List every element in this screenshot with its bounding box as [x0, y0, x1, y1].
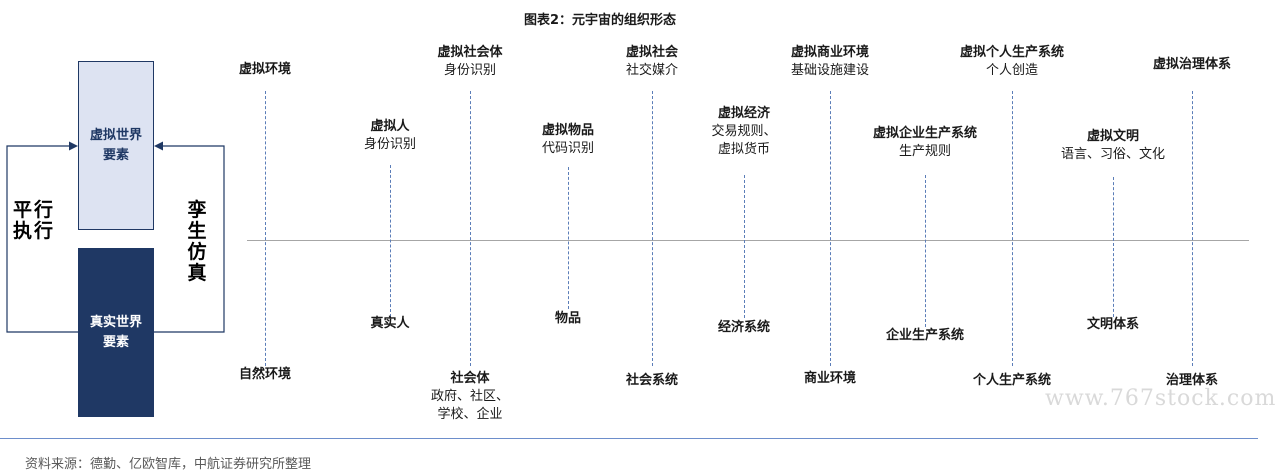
column-connector: [470, 91, 471, 366]
virtual-item-detail: 身份识别: [363, 137, 417, 152]
parallel-exec-char: 平: [12, 199, 32, 221]
real-item: 企业生产系统: [886, 327, 964, 345]
virtual-item-title: 虚拟人: [370, 119, 410, 134]
parallel-exec-char: 行: [33, 199, 53, 221]
virtual-item-detail: 语言、习俗、文化: [1060, 147, 1166, 162]
source-note: 资料来源：德勤、亿欧智库，中航证券研究所整理: [25, 457, 312, 472]
real-item-title: 社会体: [450, 371, 490, 386]
virtual-item-title: 虚拟文明: [1086, 129, 1140, 144]
real-item: 社会体政府、社区、学校、企业: [431, 370, 509, 424]
real-box-line-2: 要素: [102, 334, 129, 350]
virtual-item: 虚拟物品代码识别: [542, 122, 594, 158]
real-item-title: 治理体系: [1165, 373, 1219, 388]
figure-title: 图表2：元宇宙的组织形态: [523, 13, 677, 28]
real-item: 治理体系: [1166, 372, 1218, 390]
virtual-item: 虚拟社会社交媒介: [626, 44, 678, 80]
virtual-item-detail: 生产规则: [898, 144, 952, 159]
real-item: 商业环境: [804, 370, 856, 388]
virtual-item: 虚拟社会体身份识别: [437, 44, 502, 80]
parallel-exec-row: 平行: [12, 200, 58, 221]
real-item-title: 商业环境: [803, 371, 857, 386]
virtual-box-line-1: 虚拟世界: [89, 127, 142, 143]
column-connector: [265, 91, 266, 366]
divider-axis: [247, 240, 1249, 241]
virtual-item-detail: 身份识别: [443, 63, 497, 78]
parallel-exec-text: 平行执行: [12, 200, 58, 242]
virtual-world-box: 虚拟世界 要素: [78, 61, 154, 230]
real-item-title: 物品: [554, 311, 582, 326]
virtual-item-title: 虚拟企业生产系统: [872, 126, 978, 141]
real-item: 物品: [555, 310, 581, 328]
watermark: www.767stock.com: [1045, 386, 1276, 411]
left-panel-arrows: [6, 141, 225, 333]
virtual-item: 虚拟个人生产系统个人创造: [960, 44, 1064, 80]
real-item: 社会系统: [626, 372, 678, 390]
parallel-exec-row: 执行: [12, 221, 58, 242]
virtual-item-detail: 代码识别: [541, 141, 595, 156]
real-item-title: 真实人: [370, 316, 410, 331]
real-box-line-1: 真实世界: [89, 314, 142, 330]
virtual-item-title: 虚拟物品: [541, 123, 595, 138]
twin-sim-char: 孪: [187, 199, 207, 221]
real-item: 真实人: [370, 315, 409, 333]
column-connector: [925, 175, 926, 327]
twin-sim-char: 生: [187, 220, 207, 242]
parallel-exec-arrow: [6, 145, 78, 333]
column-connector: [830, 91, 831, 366]
virtual-item-title: 虚拟社会体: [437, 45, 503, 60]
virtual-item: 虚拟人身份识别: [364, 118, 416, 154]
virtual-item: 虚拟文明语言、习俗、文化: [1061, 128, 1165, 164]
twin-sim-arrow: [154, 145, 225, 333]
real-item-detail: 政府、社区、: [430, 389, 510, 404]
real-item: 文明体系: [1087, 316, 1139, 334]
parallel-exec-arrowhead: [69, 141, 78, 151]
virtual-item-title: 虚拟经济: [717, 106, 771, 121]
virtual-item-title: 虚拟商业环境: [790, 45, 870, 60]
virtual-item: 虚拟治理体系: [1153, 56, 1231, 74]
real-item-title: 自然环境: [238, 367, 292, 382]
virtual-item: 虚拟环境: [239, 61, 291, 79]
virtual-item-detail: 个人创造: [985, 63, 1039, 78]
virtual-item-title: 虚拟社会: [625, 45, 679, 60]
parallel-exec-char: 执: [12, 220, 32, 242]
real-item-title: 企业生产系统: [885, 328, 965, 343]
real-item-title: 个人生产系统: [972, 373, 1052, 388]
twin-sim-text: 孪生仿真: [184, 200, 210, 284]
twin-sim-arrowhead: [154, 141, 163, 151]
virtual-item-title: 虚拟个人生产系统: [959, 45, 1065, 60]
column-connector: [652, 91, 653, 366]
real-item-title: 经济系统: [717, 320, 771, 335]
virtual-item: 虚拟企业生产系统生产规则: [873, 125, 977, 161]
virtual-item-detail: 交易规则、: [711, 124, 777, 139]
twin-sim-char: 真: [187, 262, 207, 284]
virtual-item: 虚拟经济交易规则、虚拟货币: [711, 105, 776, 159]
virtual-item-detail: 社交媒介: [625, 63, 679, 78]
column-connector: [1192, 91, 1193, 366]
virtual-item-title: 虚拟治理体系: [1152, 57, 1232, 72]
virtual-item-detail: 基础设施建设: [790, 63, 870, 78]
column-connector: [1012, 91, 1013, 366]
parallel-exec-char: 行: [33, 220, 53, 242]
column-connector: [1113, 177, 1114, 317]
twin-sim-label: 孪生仿真: [184, 200, 210, 284]
virtual-item-detail: 虚拟货币: [717, 142, 771, 157]
real-item-title: 社会系统: [625, 373, 679, 388]
column-connector: [744, 175, 745, 318]
virtual-item-title: 虚拟环境: [238, 62, 292, 77]
real-item: 个人生产系统: [973, 372, 1051, 390]
footer-divider: [0, 438, 1258, 439]
column-connector: [390, 165, 391, 317]
real-item: 经济系统: [718, 319, 770, 337]
parallel-exec-label: 平行执行: [12, 200, 58, 242]
twin-sim-char: 仿: [187, 241, 207, 263]
virtual-item: 虚拟商业环境基础设施建设: [791, 44, 869, 80]
column-connector: [568, 167, 569, 309]
real-world-box: 真实世界 要素: [78, 248, 154, 417]
virtual-box-line-2: 要素: [102, 147, 129, 163]
real-item: 自然环境: [239, 366, 291, 384]
real-item-detail: 学校、企业: [437, 407, 503, 422]
real-item-title: 文明体系: [1086, 317, 1140, 332]
